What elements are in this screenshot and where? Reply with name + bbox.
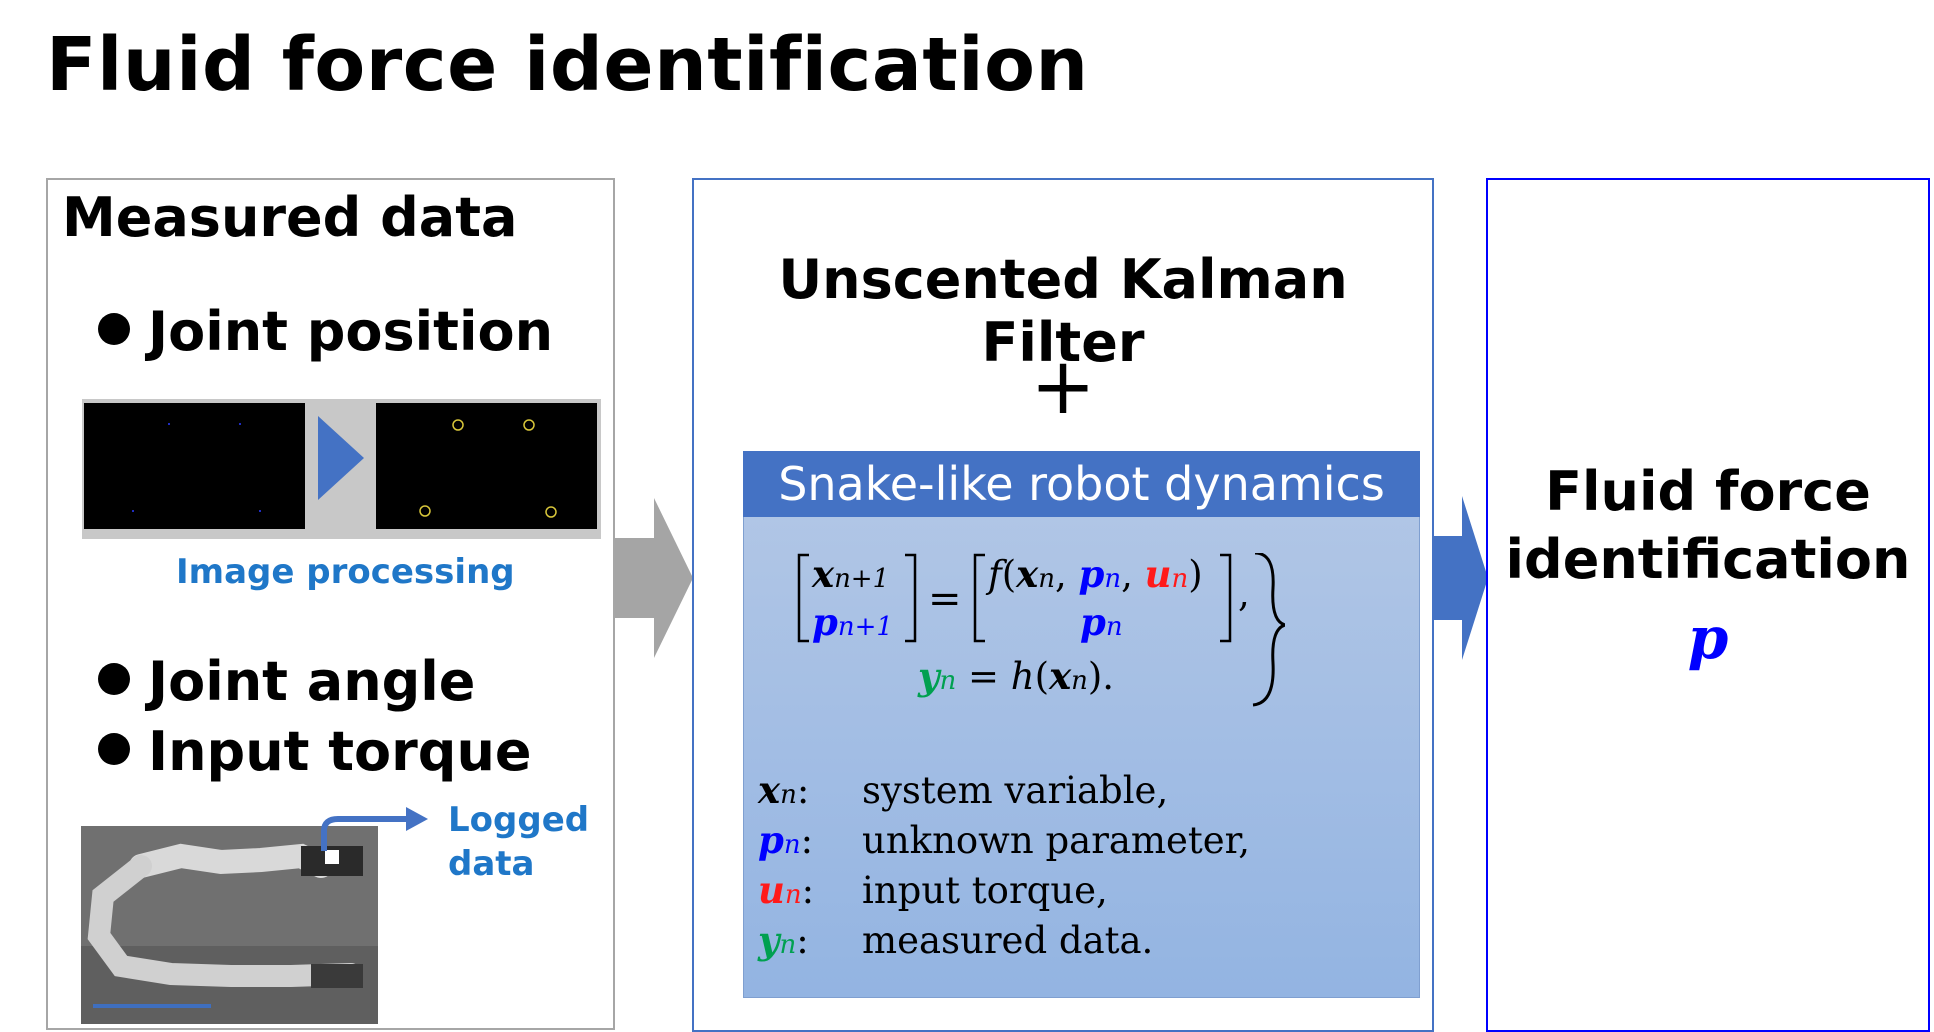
legend-text: unknown parameter,: [862, 819, 1251, 862]
result-title-line1: Fluid force: [1545, 460, 1871, 523]
legend-row-measured-data: yn:measured data.: [758, 918, 1154, 962]
snake-robot-photo: [81, 826, 378, 1024]
bullet-dot-icon: [98, 313, 130, 346]
result-symbol-p: p: [1687, 604, 1729, 672]
legend-text: input torque,: [862, 869, 1108, 912]
bullet-input-torque: Input torque: [98, 720, 532, 783]
legend-text: measured data.: [862, 919, 1154, 962]
image-processing-caption: Image processing: [176, 552, 515, 592]
blue-flow-arrow-icon: [1434, 496, 1488, 660]
legend-row-unknown-parameter: pn:unknown parameter,: [758, 818, 1251, 862]
result-title-line2: identification: [1505, 528, 1911, 591]
dynamics-panel: [743, 451, 1420, 998]
dynamics-header-label: Snake-like robot dynamics: [778, 457, 1385, 511]
eq-rhs-f: f(xn, pn, un): [988, 552, 1203, 596]
raw-frame-image: [84, 403, 305, 529]
bullet-dot-icon: [98, 733, 130, 766]
equation-brackets: [797, 553, 1285, 707]
logged-data-caption: Logged data: [448, 798, 589, 886]
ukf-title: Unscented Kalman Filter: [778, 248, 1348, 374]
bullet-dot-icon: [98, 663, 130, 696]
bullet-joint-angle: Joint angle: [98, 650, 475, 713]
bullet-label: Joint position: [148, 300, 554, 363]
logged-caption-line1: Logged: [448, 800, 590, 840]
legend-text: system variable,: [862, 769, 1169, 812]
play-arrow-icon: [318, 416, 364, 500]
eq-rhs-p: pn: [1080, 600, 1123, 644]
processed-frame-image: [376, 403, 597, 529]
logged-caption-line2: data: [448, 844, 535, 884]
legend-row-input-torque: un:input torque,: [758, 868, 1108, 912]
eq-lhs-x: xn+1: [812, 552, 890, 596]
eq-comma: ,: [1238, 572, 1250, 615]
bullet-joint-position: Joint position: [98, 300, 553, 363]
dynamics-header: [743, 451, 1420, 517]
logged-data-arrow-icon: [321, 807, 428, 851]
bullet-label: Input torque: [148, 720, 532, 783]
measured-data-heading: Measured data: [62, 186, 518, 249]
plus-sign: +: [1030, 342, 1096, 432]
eq-measurement: yn = h(xn).: [918, 654, 1115, 698]
bullet-label: Joint angle: [148, 650, 476, 713]
measured-data-box: [46, 178, 615, 1030]
gray-flow-arrow-icon: [615, 498, 693, 658]
eq-lhs-p: pn+1: [812, 600, 893, 644]
eq-equals: =: [928, 576, 962, 622]
legend-row-system-variable: xn:system variable,: [758, 768, 1169, 812]
slide-title: Fluid force identification: [46, 22, 1089, 108]
